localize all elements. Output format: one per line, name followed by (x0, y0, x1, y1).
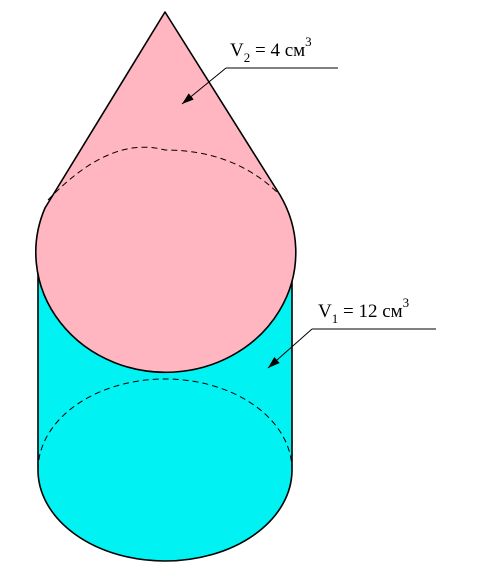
cone-volume-label: V2 = 4 см3 (230, 34, 312, 65)
cone-volume-leader (181, 67, 338, 105)
cone-surface (35, 11, 297, 374)
cylinder-hidden-bottom-edge (37, 378, 293, 471)
cylinder-volume-label: V1 = 12 см3 (318, 295, 409, 326)
cylinder-volume-leader (267, 328, 436, 369)
cone-hidden-base-edge (47, 146, 281, 201)
